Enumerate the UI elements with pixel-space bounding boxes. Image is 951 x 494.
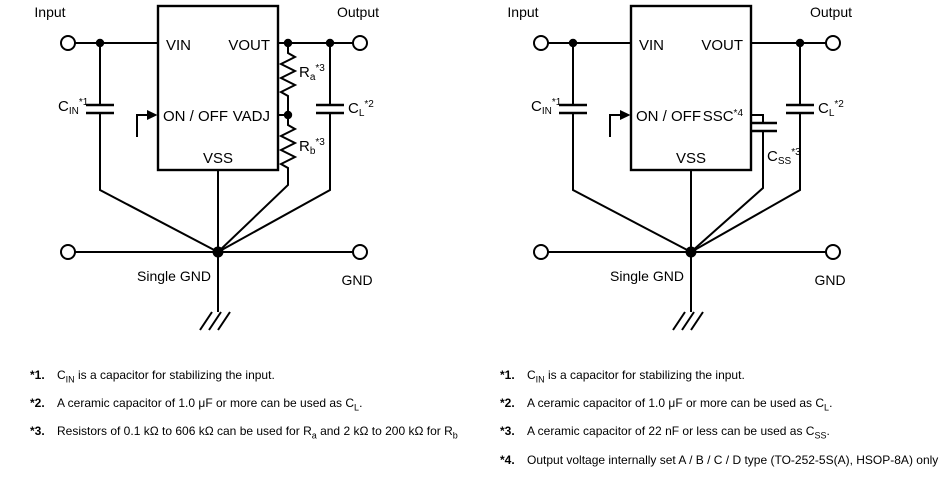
- wire-ssc: [751, 114, 764, 123]
- pin-vin-label: VIN: [639, 37, 664, 54]
- earth-ground-icon: [199, 311, 231, 331]
- footnote-text: A ceramic capacitor of 22 nF or less can…: [527, 424, 830, 441]
- output-terminal: [825, 35, 841, 51]
- output-label: Output: [810, 4, 852, 20]
- pin-onoff-label: ON / OFF: [163, 108, 228, 125]
- rb-resistor-icon: [217, 115, 298, 253]
- input-terminal: [60, 35, 76, 51]
- pin-onoff-label: ON / OFF: [636, 108, 701, 125]
- footnote: *1. CIN is a capacitor for stabilizing th…: [30, 368, 492, 385]
- footnote: *1. CIN is a capacitor for stabilizing th…: [500, 368, 950, 385]
- footnote: *2. A ceramic capacitor of 1.0 μF or more…: [30, 396, 492, 413]
- single-gnd-label: Single GND: [137, 268, 211, 284]
- footnote-text: CIN is a capacitor for stabilizing the i…: [57, 368, 275, 385]
- footnote-text: A ceramic capacitor of 1.0 μF or more ca…: [527, 396, 833, 413]
- ra-resistor-icon: [278, 43, 298, 115]
- wire-css-to-gnd: [690, 131, 764, 253]
- junction-dot: [325, 38, 335, 48]
- enable-arrowhead-icon: [147, 110, 158, 120]
- footnote-marker: *2.: [30, 396, 45, 411]
- footnotes-left: *1. CIN is a capacitor for stabilizing th…: [30, 368, 492, 453]
- cin-capacitor-icon: [559, 103, 587, 115]
- footnote: *3. Resistors of 0.1 kΩ to 606 kΩ can be …: [30, 424, 492, 441]
- wire-cl-to-gnd: [217, 113, 331, 253]
- footnote: *2. A ceramic capacitor of 1.0 μF or more…: [500, 396, 950, 413]
- footnotes-right: *1. CIN is a capacitor for stabilizing th…: [500, 368, 950, 478]
- ic-body: [629, 4, 753, 172]
- cin-capacitor-icon: [86, 103, 114, 115]
- footnote-marker: *4.: [500, 452, 515, 467]
- pin-vout-label: VOUT: [701, 37, 743, 54]
- single-gnd-node: [685, 246, 697, 258]
- cin-label: CIN*1: [58, 97, 89, 117]
- footnote: *3. A ceramic capacitor of 22 nF or less …: [500, 424, 950, 441]
- pin-ssc-label: SSC*4: [703, 108, 744, 125]
- cl-label: CL*2: [348, 99, 374, 119]
- enable-arrowhead-icon: [620, 110, 631, 120]
- gnd-terminal-right: [825, 244, 841, 260]
- ra-label: Ra*3: [299, 63, 325, 83]
- junction-dot: [283, 110, 293, 120]
- junction-dot: [795, 38, 805, 48]
- footnote-text: Resistors of 0.1 kΩ to 606 kΩ can be use…: [57, 424, 458, 441]
- cl-capacitor-icon: [786, 103, 814, 115]
- rb-label: Rb*3: [299, 137, 325, 157]
- footnote-text: CIN is a capacitor for stabilizing the i…: [527, 368, 745, 385]
- pin-vss-label: VSS: [203, 150, 233, 167]
- circuit-adjustable: Input Output VIN VOUT ON / OFF VADJ VSS …: [34, 4, 379, 331]
- wire-cl-to-gnd: [690, 113, 801, 253]
- gnd-label: GND: [341, 272, 372, 288]
- input-terminal: [533, 35, 549, 51]
- junction-dot: [95, 38, 105, 48]
- pin-vss-label: VSS: [676, 150, 706, 167]
- output-label: Output: [337, 4, 379, 20]
- ic-body: [156, 4, 280, 172]
- enable-arrow-icon: [609, 114, 620, 137]
- single-gnd-label: Single GND: [610, 268, 684, 284]
- footnote-marker: *2.: [500, 396, 515, 411]
- earth-ground-icon: [672, 311, 704, 331]
- wire-cin-to-gnd: [99, 113, 219, 253]
- footnote-text: A ceramic capacitor of 1.0 μF or more ca…: [57, 396, 363, 413]
- pin-vin-label: VIN: [166, 37, 191, 54]
- footnote-marker: *1.: [30, 368, 45, 382]
- gnd-label: GND: [814, 272, 845, 288]
- gnd-terminal-left: [60, 244, 76, 260]
- junction-dot: [568, 38, 578, 48]
- footnote-text: Output voltage internally set A / B / C …: [527, 452, 939, 467]
- enable-arrow-icon: [136, 114, 147, 137]
- wire-cin-to-gnd: [572, 113, 692, 253]
- input-label: Input: [507, 4, 538, 20]
- input-label: Input: [34, 4, 65, 20]
- footnote-marker: *1.: [500, 368, 515, 382]
- junction-dot: [283, 38, 293, 48]
- circuit-diagrams: Input Output VIN VOUT ON / OFF VADJ VSS …: [34, 4, 852, 331]
- single-gnd-node: [212, 246, 224, 258]
- pin-vout-label: VOUT: [228, 37, 270, 54]
- output-terminal: [352, 35, 368, 51]
- footnote-marker: *3.: [500, 424, 515, 439]
- cin-label: CIN*1: [531, 97, 562, 117]
- cl-capacitor-icon: [316, 103, 344, 115]
- gnd-terminal-right: [352, 244, 368, 260]
- footnote-marker: *3.: [30, 424, 45, 439]
- pin-vadj-label: VADJ: [233, 108, 270, 125]
- cl-label: CL*2: [818, 99, 844, 119]
- footnote: *4. Output voltage internally set A / B /…: [500, 453, 950, 467]
- css-label: CSS*3: [767, 147, 801, 167]
- circuit-fixed: Input Output VIN VOUT ON / OFF SSC*4 VSS…: [507, 4, 852, 331]
- css-capacitor-icon: [749, 121, 777, 133]
- gnd-terminal-left: [533, 244, 549, 260]
